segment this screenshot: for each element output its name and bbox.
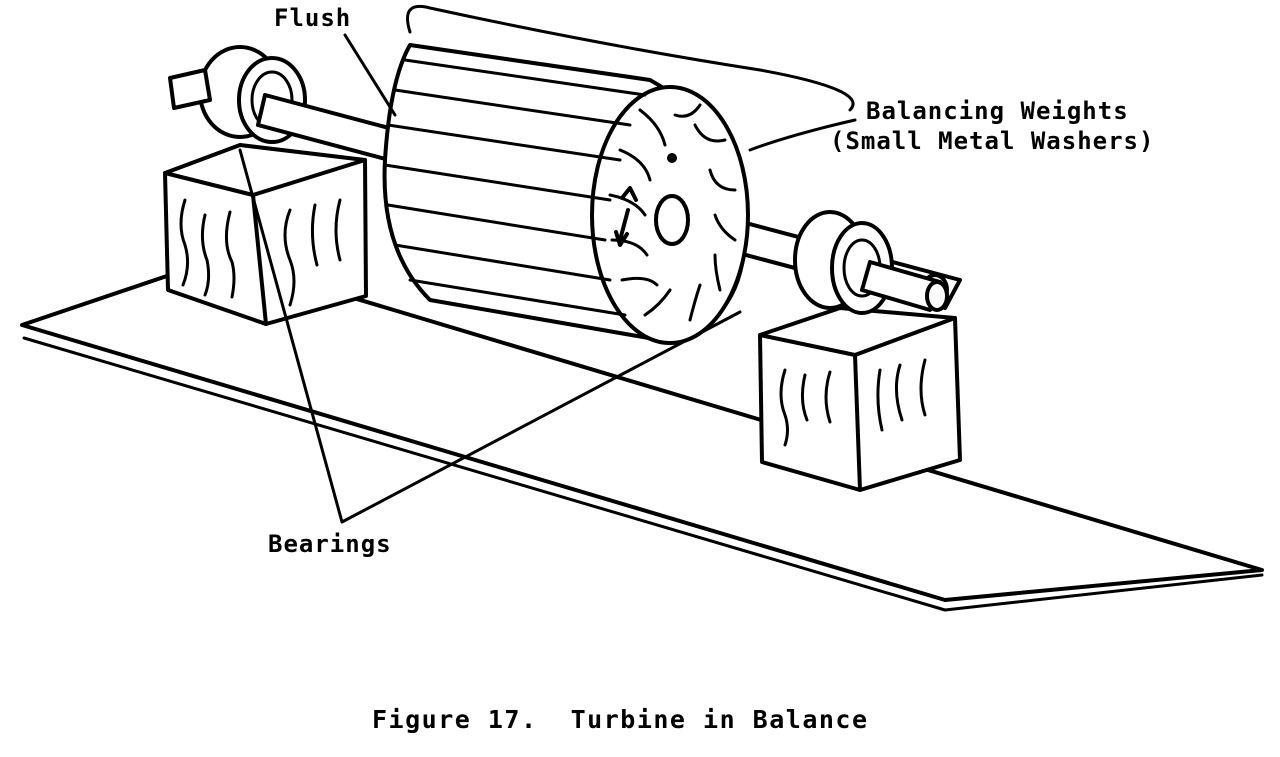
rotation-arrow-icon — [614, 186, 638, 247]
right-bearing — [793, 210, 949, 315]
left-bearing-block — [163, 143, 368, 326]
bearings-label: Bearings — [268, 530, 392, 558]
figure-caption: Figure 17. Turbine in Balance — [372, 705, 869, 734]
base-board — [20, 256, 1264, 612]
balancing-weights-label: Balancing Weights — [866, 97, 1129, 125]
balancing-weight-dot — [667, 153, 677, 163]
flush-leader — [343, 33, 397, 117]
turbine-rotor — [382, 43, 750, 345]
balancing-weights-leader — [748, 118, 857, 152]
flush-label: Flush — [274, 4, 352, 32]
bearings-leader — [238, 148, 742, 524]
balancing-weights-sublabel: (Small Metal Washers) — [830, 127, 1155, 155]
right-bearing-block — [758, 306, 962, 492]
leader-lines — [238, 5, 857, 524]
flush-curve — [406, 5, 855, 112]
